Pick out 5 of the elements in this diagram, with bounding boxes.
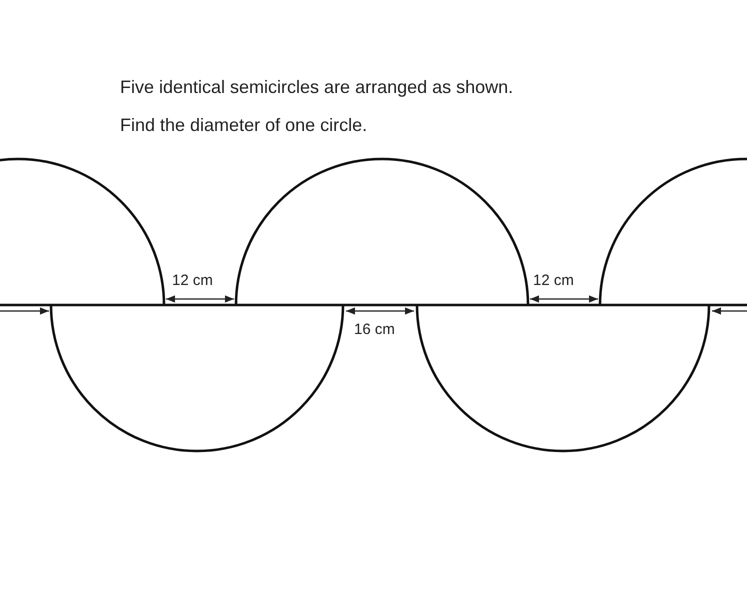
instruction-text: Find the diameter of one circle. (120, 116, 368, 134)
dimension-label: 12 cm (533, 273, 574, 288)
dimension-label: 12 cm (172, 273, 213, 288)
dimension-label: 16 cm (354, 322, 395, 337)
instruction-text: Five identical semicircles are arranged as shown. (120, 78, 514, 96)
